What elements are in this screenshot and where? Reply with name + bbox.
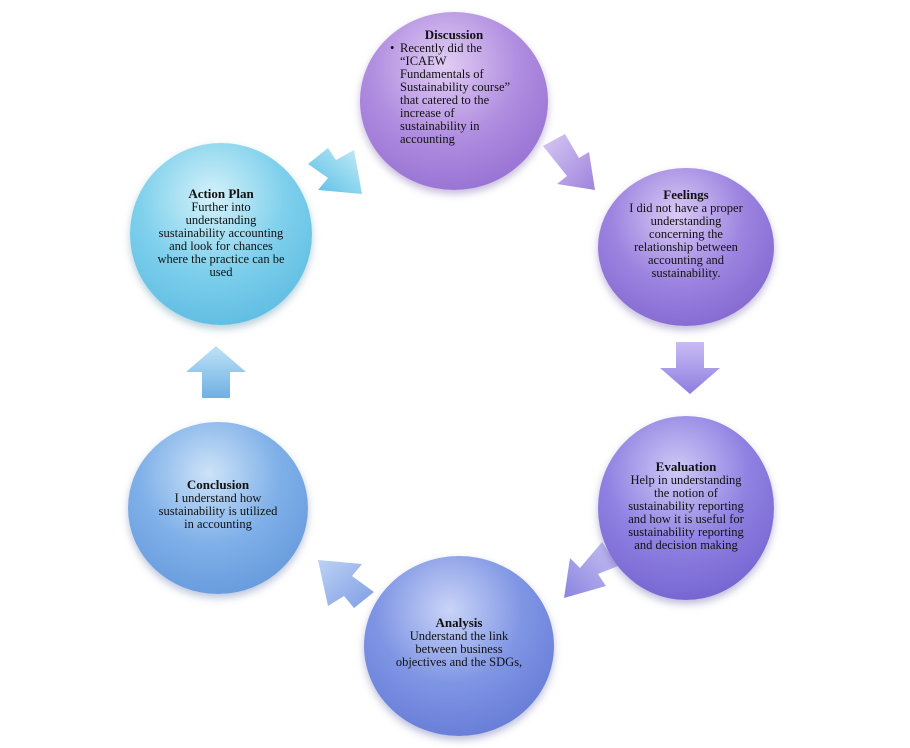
node-feelings: Feelings I did not have a proper underst…	[598, 168, 774, 326]
node-discussion-title: Discussion	[424, 27, 484, 42]
node-evaluation-body: Help in understanding the notion of sust…	[628, 473, 744, 552]
node-feelings-body: I did not have a proper understanding co…	[629, 201, 743, 280]
node-discussion: Discussion Recently did the “ICAEW Funda…	[360, 12, 548, 190]
node-action-plan-body: Further into understanding sustainabilit…	[157, 200, 285, 279]
node-action-plan: Action Plan Further into understanding s…	[130, 143, 312, 325]
arrow-evaluation-to-analysis	[564, 542, 618, 598]
node-analysis: Analysis Understand the link between bus…	[364, 556, 554, 736]
arrow-feelings-to-evaluation	[660, 342, 720, 394]
node-conclusion: Conclusion I understand how sustainabili…	[128, 422, 308, 594]
node-discussion-body: Recently did the “ICAEW Fundamentals of …	[390, 42, 526, 146]
node-analysis-title: Analysis	[435, 615, 483, 630]
node-analysis-body: Understand the link between business obj…	[395, 629, 523, 669]
node-feelings-title: Feelings	[663, 187, 709, 202]
node-conclusion-title: Conclusion	[186, 477, 250, 492]
node-action-plan-title: Action Plan	[188, 186, 254, 201]
node-evaluation-title: Evaluation	[655, 459, 717, 474]
arrow-action-plan-to-discussion	[308, 148, 362, 194]
node-evaluation: Evaluation Help in understanding the not…	[598, 416, 774, 600]
node-conclusion-body: I understand how sustainability is utili…	[158, 491, 278, 531]
arrow-discussion-to-feelings	[543, 134, 595, 190]
arrow-conclusion-to-action-plan	[186, 346, 246, 398]
arrow-analysis-to-conclusion	[318, 560, 374, 608]
